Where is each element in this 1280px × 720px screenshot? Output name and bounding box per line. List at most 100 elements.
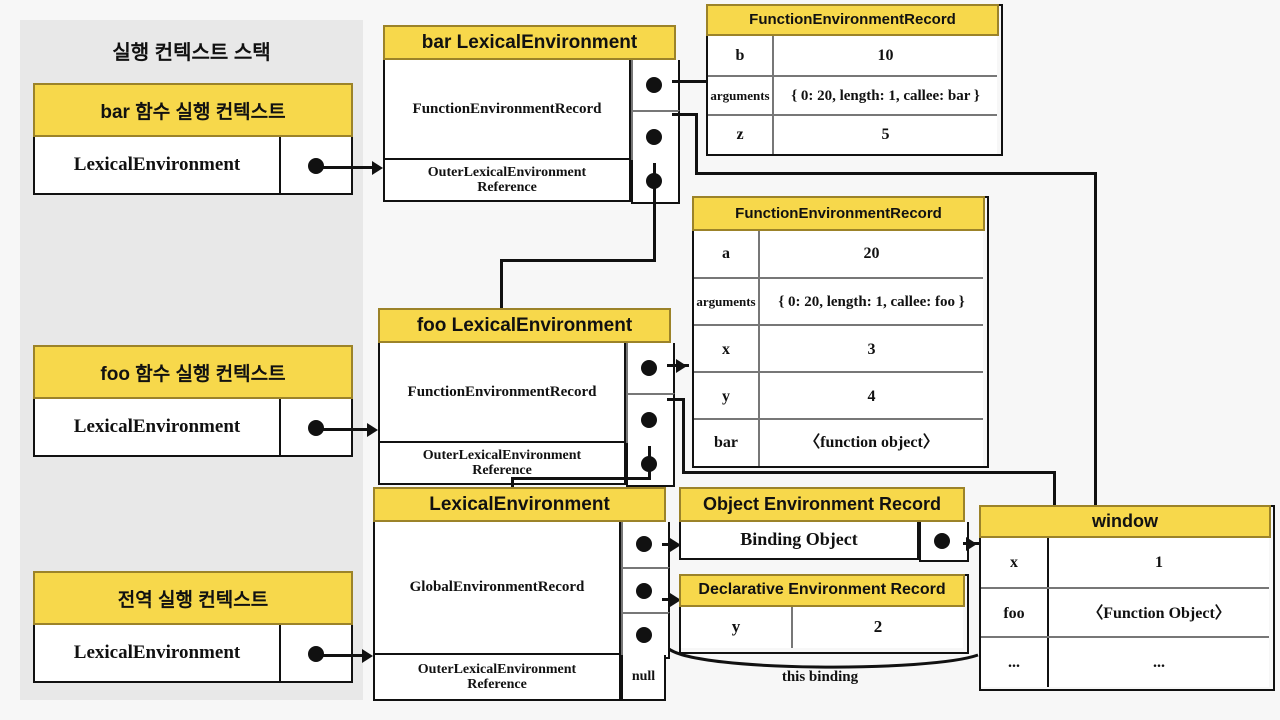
binding-object-pointer-cell (919, 522, 969, 562)
global-lexical-environment-box[interactable]: LexicalEnvironment GlobalEnvironmentReco… (373, 487, 670, 709)
object-environment-record-header: Object Environment Record (679, 487, 965, 522)
foo-record-header: FunctionEnvironmentRecord (692, 196, 985, 231)
row-key: a (694, 231, 758, 277)
context-frame-bar-pointer-cell (279, 137, 351, 193)
row-value: { 0: 20, length: 1, callee: bar } (772, 77, 997, 116)
arrow-head (372, 161, 383, 175)
row-key: b (708, 36, 772, 75)
context-frame-foo-pointer-cell (279, 399, 351, 455)
row-value: 1 (1047, 538, 1269, 587)
row-key: y (681, 607, 791, 648)
connector-foo-outer-seg2 (511, 477, 651, 480)
row-key: bar (694, 420, 758, 466)
context-frame-foo-row-label: LexicalEnvironment (73, 416, 241, 437)
context-frame-foo-header: foo 함수 실행 컨텍스트 (33, 345, 353, 399)
global-lexical-environment-header: LexicalEnvironment (373, 487, 666, 522)
row-key: x (981, 538, 1047, 587)
row-key: arguments (708, 77, 772, 116)
table-row: y 4 (694, 371, 983, 420)
declarative-environment-record-header: Declarative Environment Record (679, 574, 965, 607)
global-record-pointer-cell-2 (621, 567, 670, 616)
arrow-head (670, 538, 681, 552)
connector-bar-record-to-fer (672, 80, 708, 83)
foo-record-pointer-cell-lower (626, 393, 675, 447)
row-value: 〈function object〉 (758, 420, 983, 466)
foo-lexical-environment-header: foo LexicalEnvironment (378, 308, 671, 343)
context-frame-bar[interactable]: bar 함수 실행 컨텍스트 LexicalEnvironment (33, 83, 353, 195)
stack-panel-title: 실행 컨텍스트 스택 (112, 42, 271, 64)
bar-record-pointer-cell-upper (631, 60, 680, 112)
connector-foo-ctx-to-foo-env (320, 428, 373, 431)
pointer-dot (636, 583, 652, 599)
connector-bar-ctx-to-bar-env (320, 166, 378, 169)
context-frame-global-pointer-cell (279, 625, 351, 681)
table-row: arguments { 0: 20, length: 1, callee: fo… (694, 277, 983, 326)
pointer-dot (308, 158, 324, 174)
connector-bar-outer-seg2 (500, 259, 656, 262)
bar-function-environment-record-table[interactable]: FunctionEnvironmentRecord b 10 arguments… (706, 4, 1003, 156)
pointer-dot (934, 533, 950, 549)
row-key: ... (981, 638, 1047, 687)
row-value: 〈Function Object〉 (1047, 589, 1269, 638)
row-key: foo (981, 589, 1047, 638)
table-row: b 10 (708, 36, 997, 75)
declarative-environment-record-box[interactable]: Declarative Environment Record y 2 (679, 574, 969, 654)
row-value: { 0: 20, length: 1, callee: foo } (758, 279, 983, 326)
context-frame-global[interactable]: 전역 실행 컨텍스트 LexicalEnvironment (33, 571, 353, 683)
pointer-dot (636, 627, 652, 643)
window-object-table[interactable]: window x 1 foo 〈Function Object〉 ... ... (979, 505, 1275, 691)
window-object-header: window (979, 505, 1271, 538)
global-record-pointer-cell-3 (621, 612, 670, 659)
table-row: ... ... (981, 636, 1269, 687)
table-row: y 2 (681, 607, 963, 648)
row-value: 5 (772, 116, 997, 154)
connector-bar-this-seg3 (695, 172, 1097, 175)
row-key: z (708, 116, 772, 154)
foo-record-label: FunctionEnvironmentRecord (378, 343, 626, 443)
arrow-head (670, 593, 681, 607)
row-value: 4 (758, 373, 983, 420)
context-frame-foo[interactable]: foo 함수 실행 컨텍스트 LexicalEnvironment (33, 345, 353, 457)
foo-outer-reference-text: OuterLexicalEnvironment Reference (422, 447, 582, 478)
bar-outer-reference-text: OuterLexicalEnvironment Reference (427, 164, 587, 195)
table-row: x 3 (694, 324, 983, 373)
pointer-dot (641, 360, 657, 376)
connector-foo-this-seg4 (1053, 471, 1056, 507)
bar-lexical-environment-header: bar LexicalEnvironment (383, 25, 676, 60)
object-environment-record-box[interactable]: Object Environment Record Binding Object (679, 487, 969, 565)
foo-function-environment-record-table[interactable]: FunctionEnvironmentRecord a 20 arguments… (692, 196, 989, 468)
pointer-dot (636, 536, 652, 552)
table-row: foo 〈Function Object〉 (981, 587, 1269, 638)
row-value: 3 (758, 326, 983, 373)
bar-lexical-environment-box[interactable]: bar LexicalEnvironment FunctionEnvironme… (383, 25, 680, 204)
arrow-head (362, 649, 373, 663)
foo-lexical-environment-box[interactable]: foo LexicalEnvironment FunctionEnvironme… (378, 308, 675, 487)
context-frame-global-row: LexicalEnvironment (33, 625, 353, 683)
bar-record-pointer-cell-lower (631, 110, 680, 164)
context-frame-bar-row: LexicalEnvironment (33, 137, 353, 195)
arrow-head (676, 359, 687, 373)
bar-record-label: FunctionEnvironmentRecord (383, 60, 631, 160)
context-frame-global-row-label: LexicalEnvironment (73, 642, 241, 663)
connector-foo-outer-seg3 (511, 477, 514, 488)
global-outer-reference-label: OuterLexicalEnvironment Reference (373, 655, 621, 701)
bar-outer-reference-label: OuterLexicalEnvironment Reference (383, 160, 631, 202)
row-value: ... (1047, 638, 1269, 687)
global-record-pointer-cell-1 (621, 522, 670, 569)
global-outer-reference-value: null (621, 655, 666, 701)
row-key: y (694, 373, 758, 420)
connector-foo-this-seg2 (682, 398, 685, 474)
pointer-dot (641, 412, 657, 428)
pointer-dot (646, 129, 662, 145)
table-row: x 1 (981, 538, 1269, 587)
table-row: arguments { 0: 20, length: 1, callee: ba… (708, 75, 997, 116)
pointer-dot (308, 420, 324, 436)
foo-record-pointer-cell-upper (626, 343, 675, 395)
table-row: z 5 (708, 114, 997, 154)
context-frame-global-header: 전역 실행 컨텍스트 (33, 571, 353, 625)
connector-bar-outer-seg1 (653, 163, 656, 262)
global-outer-reference-text: OuterLexicalEnvironment Reference (417, 661, 577, 692)
this-binding-label: this binding (781, 669, 859, 685)
arrow-head (966, 537, 977, 551)
connector-bar-this-seg2 (695, 113, 698, 175)
